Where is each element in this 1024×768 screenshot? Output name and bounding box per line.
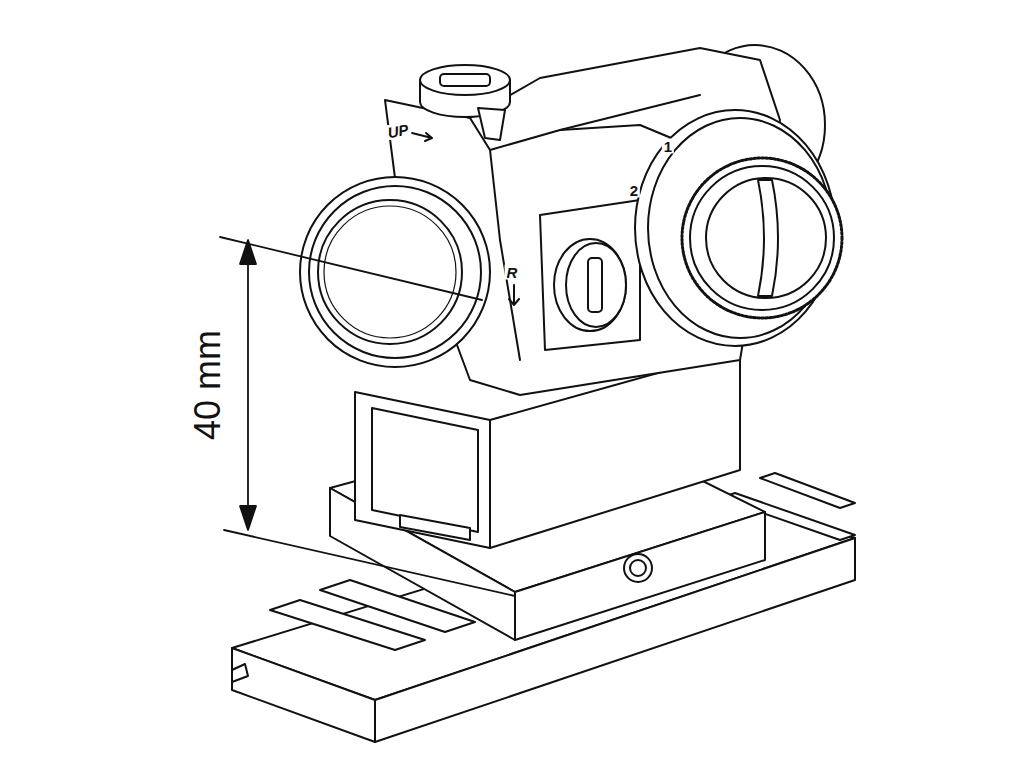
direction-mark: UP bbox=[384, 121, 411, 140]
windage-knob bbox=[554, 239, 626, 331]
direction-arrow bbox=[412, 133, 432, 141]
dial-number: 1 bbox=[662, 139, 674, 154]
dimension-lines bbox=[220, 237, 515, 596]
riser-mount bbox=[330, 350, 765, 640]
direction-arrow bbox=[509, 285, 519, 305]
direction-mark: R bbox=[505, 265, 520, 280]
elevation-knob bbox=[420, 65, 510, 140]
battery-cap bbox=[682, 158, 842, 318]
dial-number: 2 bbox=[628, 183, 640, 198]
dimension-text: 40 mm bbox=[190, 328, 226, 442]
front-lens bbox=[300, 177, 490, 367]
